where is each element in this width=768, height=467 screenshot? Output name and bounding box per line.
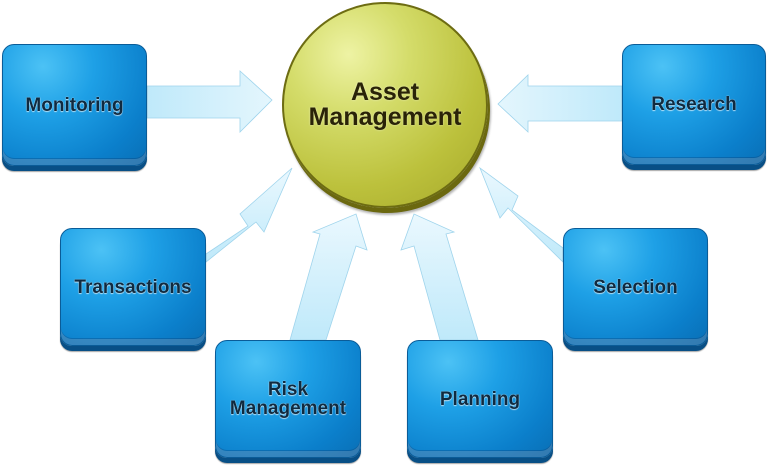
arrow-planning xyxy=(400,213,479,341)
arrow-monitoring xyxy=(146,70,273,133)
node-risk-management: Risk Management xyxy=(215,340,361,458)
arrow-selection xyxy=(479,166,564,263)
node-label-line2: Management xyxy=(229,398,347,419)
node-label: Planning xyxy=(439,388,521,410)
node-research: Research xyxy=(622,44,766,165)
center-node-asset-management: Asset Management xyxy=(282,2,488,208)
center-label-line1: Asset xyxy=(350,78,420,106)
node-transactions: Transactions xyxy=(60,228,206,346)
node-label: Selection xyxy=(593,276,678,298)
arrow-research xyxy=(497,74,623,133)
arrow-transactions xyxy=(205,167,293,263)
node-selection: Selection xyxy=(563,228,708,346)
node-monitoring: Monitoring xyxy=(2,44,147,166)
node-label: Transactions xyxy=(74,276,192,298)
node-label: Monitoring xyxy=(25,94,124,116)
node-label-line1: Risk xyxy=(267,379,309,400)
node-planning: Planning xyxy=(407,340,553,458)
node-label: Research xyxy=(651,94,737,115)
center-label-line2: Management xyxy=(308,103,462,131)
arrow-risk xyxy=(289,213,368,341)
